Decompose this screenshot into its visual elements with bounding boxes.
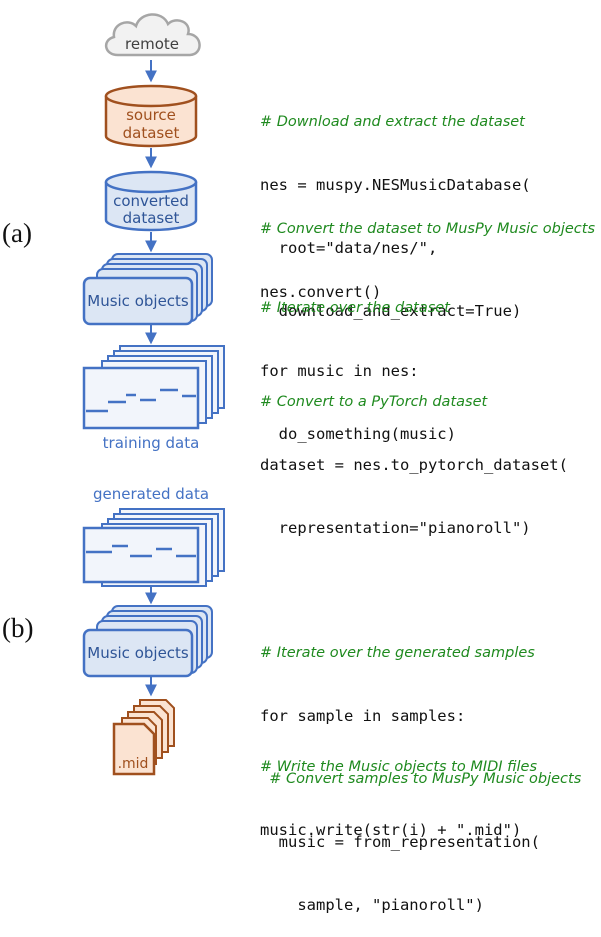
source-dataset-cylinder-icon: source dataset [104, 84, 198, 148]
code-line: nes.convert() [260, 283, 382, 301]
code-line: representation="pianoroll") [260, 519, 531, 537]
generated-data-label: generated data [93, 485, 209, 503]
training-data-pianoroll-stack [82, 345, 225, 430]
code-line: download_and_extract=True) [260, 302, 522, 320]
code-pytorch: # Convert to a PyTorch dataset dataset =… [260, 350, 568, 560]
code-write: # Write the Music objects to MIDI files … [260, 715, 537, 862]
music-objects-stack-a: Music objects [82, 253, 213, 326]
converted-dataset-label-1: converted [113, 192, 189, 210]
converted-dataset-cylinder-icon: converted dataset [104, 170, 198, 232]
code-line: sample, "pianoroll") [260, 896, 484, 914]
comment-iterate: # Iterate over the dataset [260, 300, 450, 316]
music-objects-a-label: Music objects [87, 292, 189, 310]
converted-dataset-label-2: dataset [123, 209, 180, 227]
source-dataset-label-1: source [126, 106, 176, 124]
comment-pytorch: # Convert to a PyTorch dataset [260, 394, 488, 410]
code-line: for sample in samples: [260, 707, 466, 725]
code-line: music.write(str(i) + ".mid") [260, 821, 522, 839]
remote-label: remote [125, 35, 179, 53]
comment-generated: # Iterate over the generated samples [260, 645, 535, 661]
code-line: for music in nes: [260, 362, 419, 380]
mid-label: .mid [118, 756, 149, 772]
code-line: dataset = nes.to_pytorch_dataset( [260, 456, 568, 474]
midi-files-stack-icon: .mid [112, 699, 175, 776]
code-line: nes = muspy.NESMusicDatabase( [260, 176, 531, 194]
label-b: (b) [2, 613, 34, 643]
code-line: do_something(music) [260, 425, 456, 443]
music-objects-stack-b: Music objects [82, 605, 213, 678]
label-a: (a) [2, 218, 32, 248]
comment-write: # Write the Music objects to MIDI files [260, 759, 538, 775]
remote-cloud-icon: remote [105, 13, 201, 57]
code-download: # Download and extract the dataset nes =… [260, 70, 531, 343]
training-data-label: training data [103, 434, 200, 452]
code-line: root="data/nes/", [260, 239, 438, 257]
comment-download: # Download and extract the dataset [260, 114, 525, 130]
music-objects-b-label: Music objects [87, 644, 189, 662]
pipeline-diagram: remote source dataset converted dataset … [82, 13, 225, 776]
code-iterate: # Iterate over the dataset for music in … [260, 256, 456, 466]
comment-convert: # Convert the dataset to MusPy Music obj… [260, 221, 595, 237]
generated-data-pianoroll-stack [82, 508, 225, 587]
code-convert: # Convert the dataset to MusPy Music obj… [260, 177, 595, 324]
source-dataset-label-2: dataset [123, 124, 180, 142]
